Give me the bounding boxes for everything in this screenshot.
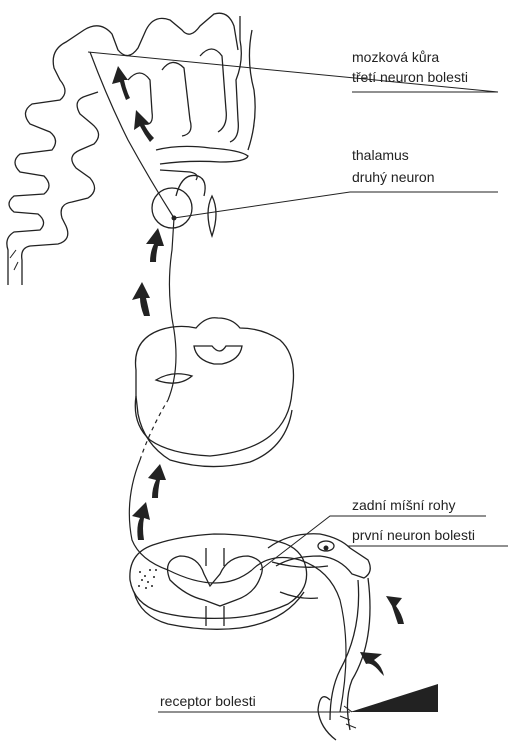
peripheral-nerve-drawing <box>318 578 370 740</box>
label-horn-neuron: první neuron bolesti <box>352 527 475 543</box>
arrow-6 <box>146 228 164 262</box>
label-cortex-neuron: třetí neuron bolesti <box>352 69 468 85</box>
neuron-pathway <box>90 52 346 712</box>
leader-thalamus <box>174 192 498 218</box>
label-cortex-name: mozková kůra <box>352 49 439 65</box>
label-thalamus-neuron: druhý neuron <box>352 169 435 185</box>
cerebral-cortex-drawing <box>7 13 255 285</box>
spinal-cord-section-drawing <box>130 534 370 630</box>
arrow-8 <box>112 66 130 100</box>
receptor-wedge <box>350 684 438 712</box>
arrow-2 <box>386 596 404 624</box>
brainstem-section-drawing <box>135 318 293 467</box>
label-thalamus-name: thalamus <box>352 147 409 163</box>
arrow-4 <box>148 464 166 498</box>
leader-horn <box>260 516 486 570</box>
label-receptor: receptor bolesti <box>160 693 256 709</box>
leader-lines <box>88 52 508 712</box>
thalamus-drawing <box>152 188 216 236</box>
arrow-3 <box>132 502 150 540</box>
arrow-7 <box>134 110 154 142</box>
arrow-1 <box>360 652 384 676</box>
stippled-area <box>138 569 157 589</box>
label-horn-name: zadní míšní rohy <box>352 497 456 513</box>
arrow-5 <box>132 282 150 316</box>
